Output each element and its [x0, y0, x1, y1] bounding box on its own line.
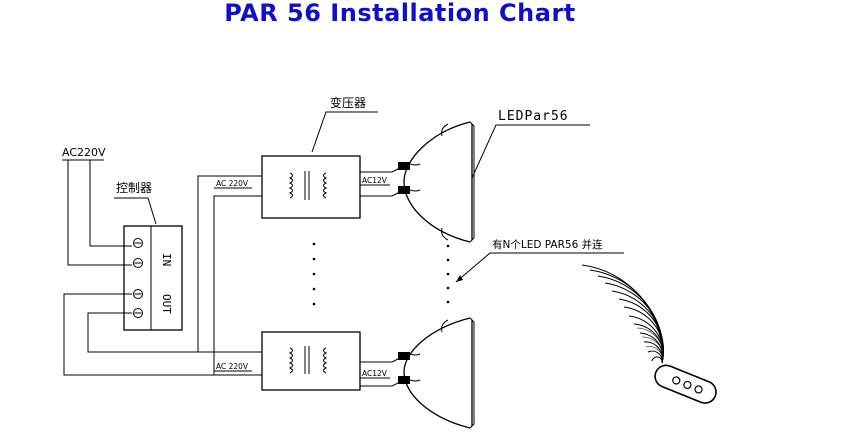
continuation-dots-lamps [446, 244, 450, 304]
controller-leader [114, 197, 157, 225]
parallel-note-leader [455, 252, 624, 283]
wire-12v-bottom-1 [360, 355, 405, 363]
continuation-dots-transformers [312, 242, 316, 306]
ac-12-top-label: AC12V [362, 176, 388, 185]
wire-out-1 [63, 293, 262, 376]
transformer-label: 变压器 [330, 95, 366, 110]
lamp-leader [471, 124, 590, 179]
wire-ac-in-2 [67, 160, 132, 266]
controller-box: IN OUT [123, 225, 183, 331]
page-title: PAR 56 Installation Chart [224, 0, 576, 27]
parallel-note-arrowhead [456, 275, 463, 282]
wire-12v-bottom-2 [360, 379, 405, 387]
wire-bus-2 [213, 195, 262, 375]
lamp-bottom [398, 317, 475, 429]
port-in-label: IN [160, 253, 173, 266]
wire-out-2 [87, 312, 262, 353]
wire-bus-1 [197, 175, 262, 352]
transformer-top [261, 155, 361, 219]
wire-12v-top-2 [360, 189, 405, 197]
wire-ac-in-1 [89, 160, 132, 247]
lamp-top [398, 121, 475, 243]
transformer-bottom [261, 331, 361, 391]
ac-220-top-label: AC 220V [216, 179, 249, 188]
ac-220-bottom-label: AC 220V [216, 362, 249, 371]
port-out-label: OUT [160, 294, 173, 314]
ac-input-label: AC220V [62, 146, 106, 159]
ac-12-bottom-label: AC12V [362, 369, 388, 378]
remote-control [581, 264, 717, 404]
wire-12v-top-1 [360, 165, 405, 173]
lamp-label: LEDPar56 [498, 109, 569, 124]
controller-label: 控制器 [116, 181, 152, 195]
transformer-leader [311, 111, 378, 153]
parallel-note: 有N个LED PAR56 并连 [492, 238, 603, 251]
